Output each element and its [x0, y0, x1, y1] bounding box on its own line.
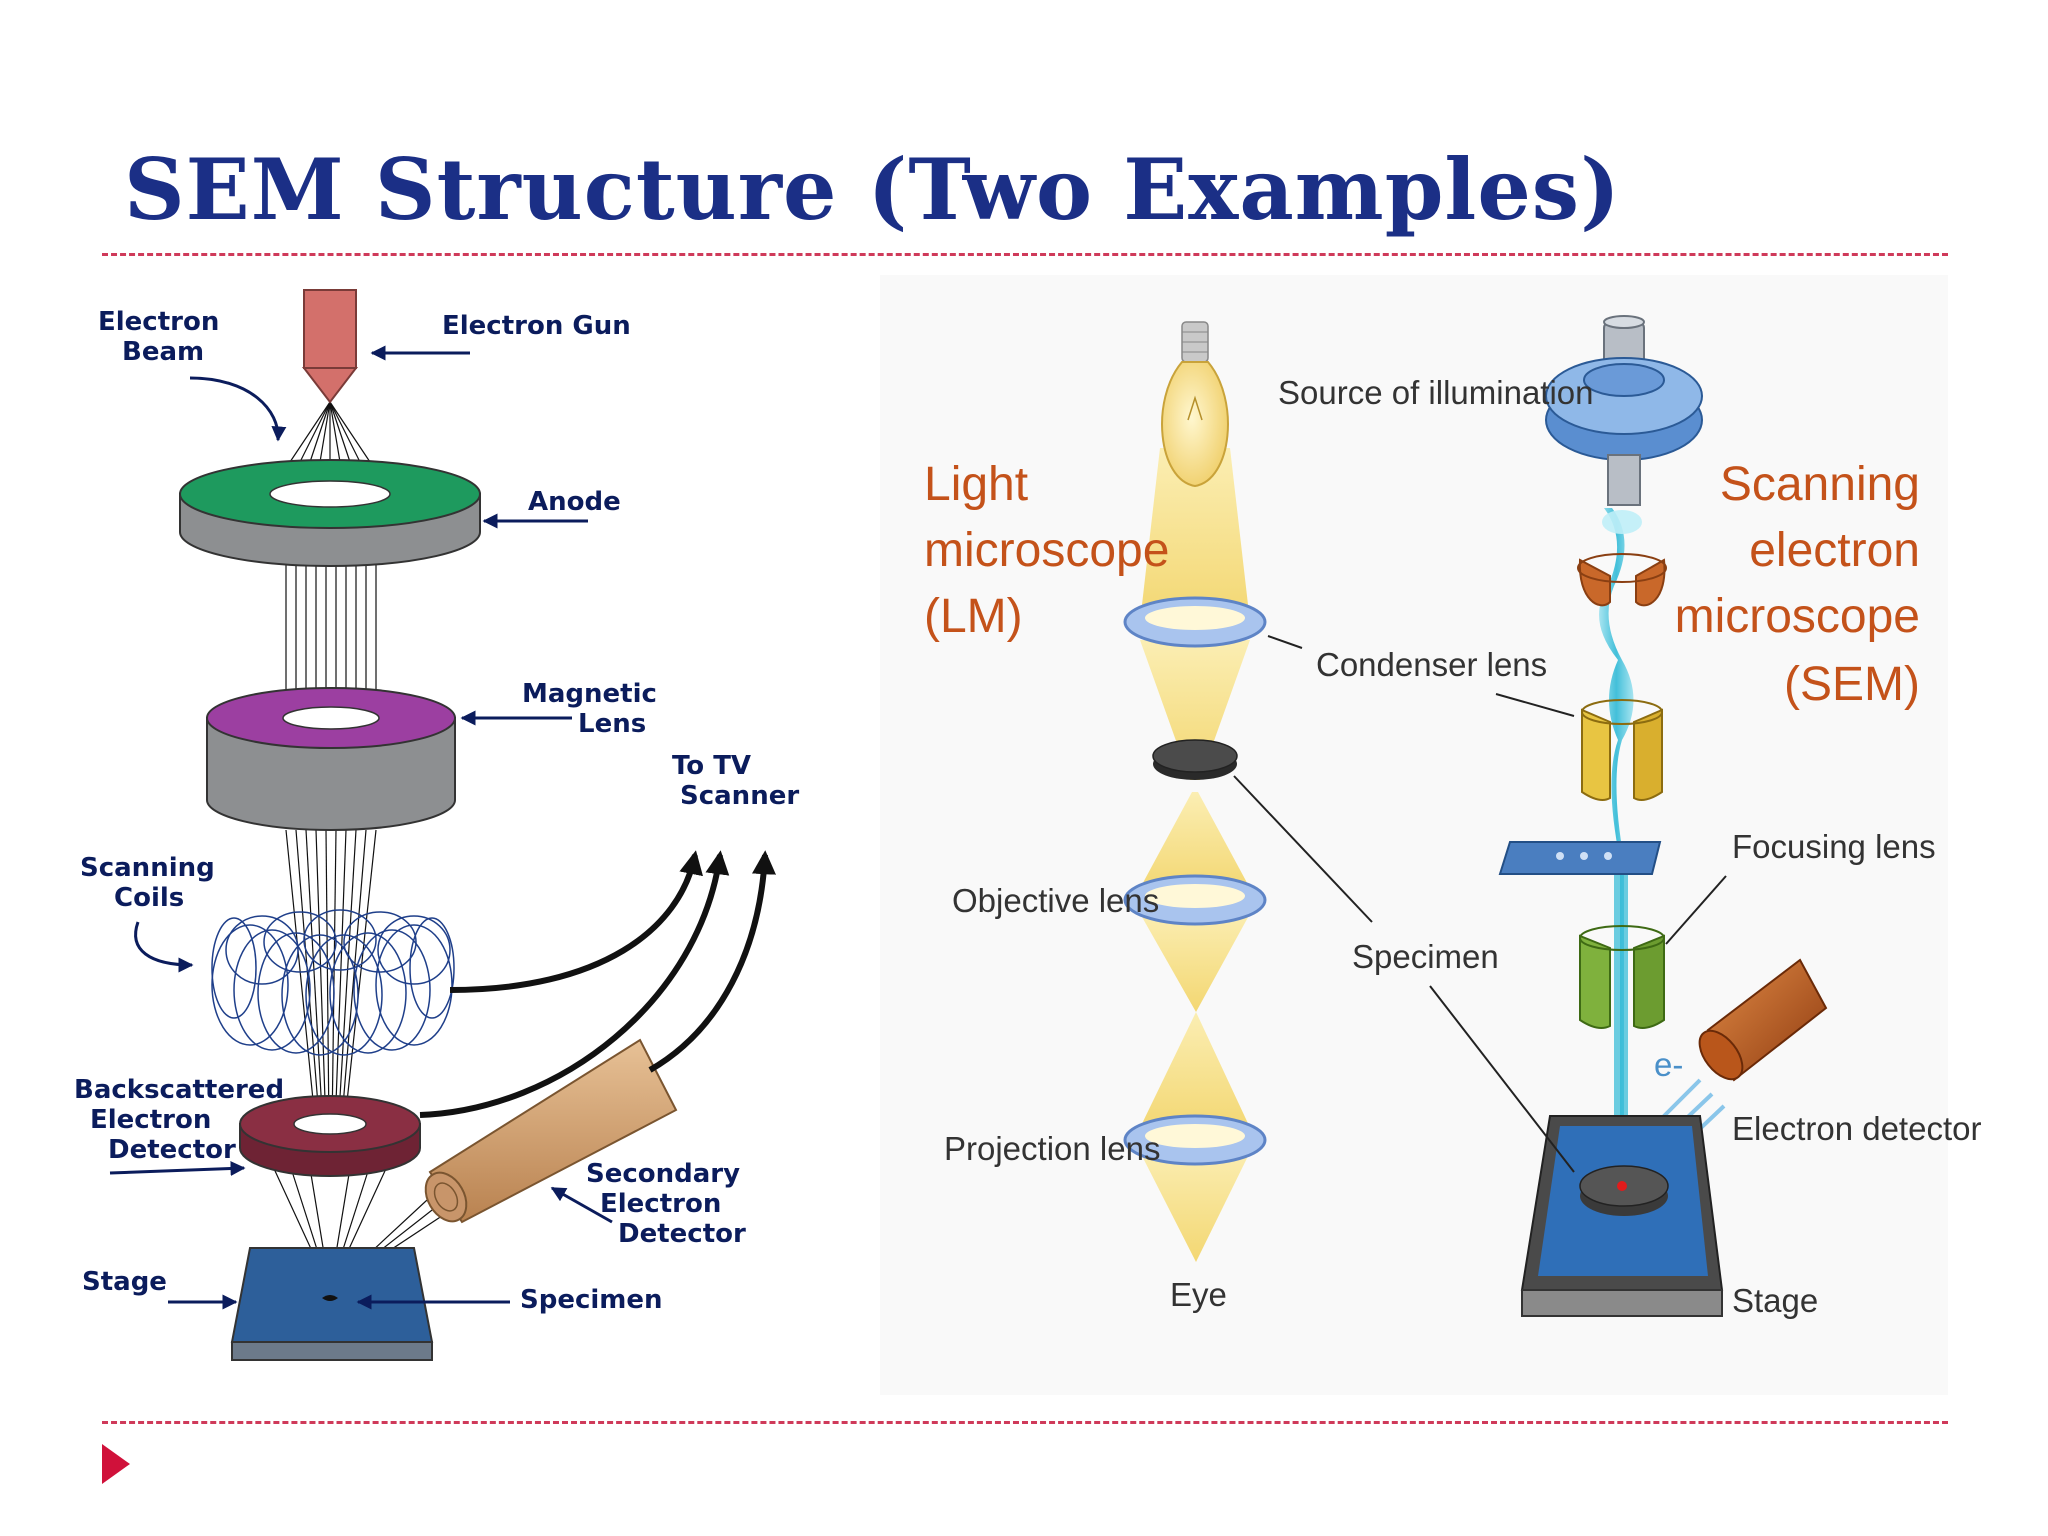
label-focusing-lens: Focusing lens — [1732, 828, 1936, 865]
sem-title-3: microscope — [1675, 590, 1920, 643]
bullet-arrow-icon — [102, 1444, 130, 1484]
label-electron-gun: Electron Gun — [442, 311, 631, 341]
label-scanning-coils-1: Scanning — [80, 853, 215, 883]
label-to-tv-2: Scanner — [680, 781, 799, 811]
secondary-electron-detector — [424, 1038, 678, 1224]
sem-yellow-lens — [1581, 699, 1663, 801]
label-secondary-1: Secondary — [586, 1159, 740, 1189]
label-pointers — [109, 345, 613, 1310]
bottom-divider — [102, 1421, 1948, 1424]
label-magnetic-lens-2: Lens — [578, 709, 646, 739]
label-secondary-3: Detector — [618, 1219, 746, 1249]
top-divider — [102, 253, 1948, 256]
lm-title-2: microscope — [924, 524, 1169, 577]
sem-title-4: (SEM) — [1784, 658, 1920, 711]
lm-title-1: Light — [924, 458, 1028, 511]
signal-arrows — [419, 850, 776, 1118]
label-stage: Stage — [82, 1267, 167, 1297]
lm-objective-lens — [1123, 874, 1267, 926]
magnetic-lens — [206, 687, 456, 831]
sem-electron-detector — [1698, 958, 1828, 1082]
lm-title-3: (LM) — [924, 590, 1023, 643]
label-electron-detector: Electron detector — [1732, 1110, 1981, 1147]
right-lm-sem-diagram: Light microscope (LM) Scanning electron … — [880, 275, 1981, 1395]
sem-title-1: Scanning — [1720, 458, 1920, 511]
slide-title: SEM Structure (Two Examples) — [124, 140, 1621, 239]
right-leader-lines — [1233, 635, 1727, 1173]
sem-stage-platform — [1520, 1115, 1724, 1317]
sem-stage — [230, 1247, 434, 1361]
scanning-coils — [211, 909, 455, 1056]
sem-aperture-plate — [1498, 841, 1662, 875]
label-to-tv-1: To TV — [672, 751, 751, 781]
label-projection-lens: Projection lens — [944, 1130, 1160, 1167]
sem-condenser-lens — [1577, 553, 1667, 607]
anode-ring — [179, 459, 481, 567]
backscattered-electron-detector — [239, 1095, 421, 1177]
electron-gun — [303, 289, 357, 369]
label-stage-right: Stage — [1732, 1282, 1818, 1319]
lm-specimen — [1152, 739, 1238, 780]
label-specimen: Specimen — [520, 1285, 663, 1315]
label-electron-beam-2: Beam — [122, 337, 204, 367]
label-backscattered-2: Electron — [90, 1105, 211, 1135]
label-electron-symbol: e- — [1654, 1046, 1683, 1083]
label-backscattered-3: Detector — [108, 1135, 236, 1165]
label-scanning-coils-2: Coils — [114, 883, 184, 913]
left-sem-diagram: Electron Beam Electron Gun Anode Magneti… — [74, 289, 799, 1361]
lm-condenser-lens — [1123, 596, 1267, 648]
lm-projection-lens — [1123, 1114, 1267, 1166]
sem-electron-source — [1545, 315, 1703, 506]
label-backscattered-1: Backscattered — [74, 1075, 284, 1105]
label-anode: Anode — [528, 487, 621, 517]
label-magnetic-lens-1: Magnetic — [522, 679, 657, 709]
label-eye: Eye — [1170, 1276, 1227, 1313]
label-electron-beam-1: Electron — [98, 307, 219, 337]
lm-light-path — [1138, 448, 1252, 1262]
label-secondary-2: Electron — [600, 1189, 721, 1219]
light-bulb-icon — [1161, 321, 1229, 488]
label-specimen-right: Specimen — [1352, 938, 1499, 975]
label-objective-lens: Objective lens — [952, 882, 1159, 919]
sem-title-2: electron — [1749, 524, 1920, 577]
label-source-of-illumination: Source of illumination — [1278, 374, 1594, 411]
label-condenser-lens: Condenser lens — [1316, 646, 1547, 683]
sem-focusing-lens — [1579, 925, 1665, 1029]
